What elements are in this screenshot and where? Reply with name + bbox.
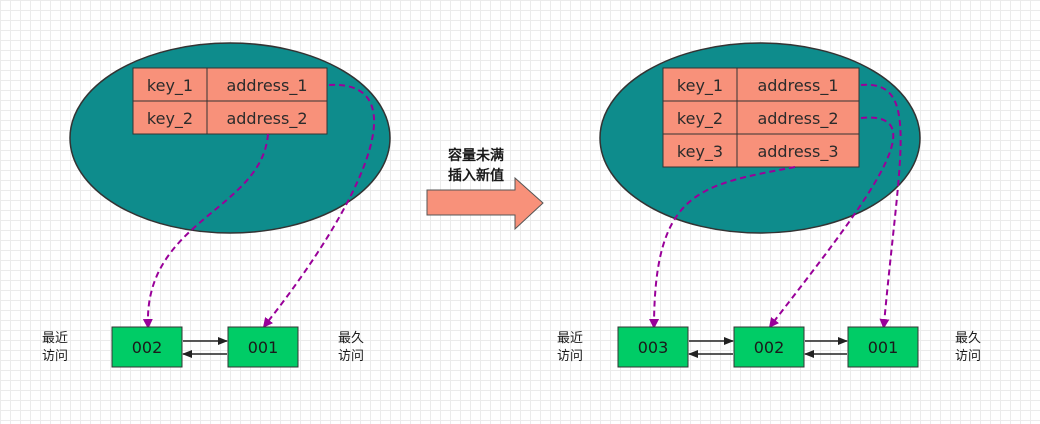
oldest-label: 访问 bbox=[955, 349, 981, 364]
pointer-arrow bbox=[860, 83, 902, 329]
transition-label: 容量未满 bbox=[447, 147, 504, 164]
list-node: 002 bbox=[733, 326, 805, 368]
recent-label: 最近 bbox=[42, 331, 68, 346]
transition-arrow bbox=[426, 176, 544, 231]
pointer-arrow bbox=[768, 116, 895, 328]
oldest-label: 访问 bbox=[338, 349, 364, 364]
pointer-arrow bbox=[649, 166, 796, 329]
recent-label: 访问 bbox=[557, 349, 583, 364]
table-value: address_1 bbox=[226, 76, 307, 96]
table-key: key_2 bbox=[677, 109, 723, 129]
transition: 容量未满 插入新值 bbox=[426, 147, 544, 231]
table-row: key_3 address_3 bbox=[662, 133, 860, 168]
hash-table-after: key_1 address_1 key_2 address_2 key_3 ad… bbox=[662, 67, 860, 168]
after-state: key_1 address_1 key_2 address_2 key_3 ad… bbox=[557, 42, 981, 368]
table-row: key_2 address_2 bbox=[662, 100, 860, 135]
table-value: address_2 bbox=[226, 109, 307, 129]
node-label: 001 bbox=[248, 338, 279, 357]
node-label: 003 bbox=[638, 338, 669, 357]
table-value: address_2 bbox=[757, 109, 838, 129]
list-node: 002 bbox=[111, 326, 183, 368]
table-value: address_1 bbox=[757, 76, 838, 96]
recent-label: 访问 bbox=[42, 349, 68, 364]
table-key: key_2 bbox=[147, 109, 193, 129]
node-label: 001 bbox=[868, 338, 899, 357]
pointer-arrow bbox=[262, 83, 376, 328]
hash-table-before: key_1 address_1 key_2 address_2 bbox=[132, 67, 328, 135]
node-label: 002 bbox=[132, 338, 163, 357]
table-key: key_3 bbox=[677, 142, 723, 162]
recent-label: 最近 bbox=[557, 331, 583, 346]
before-state: key_1 address_1 key_2 address_2 002 001 … bbox=[42, 42, 391, 368]
oldest-label: 最久 bbox=[955, 331, 981, 346]
table-row: key_1 address_1 bbox=[662, 67, 860, 102]
list-node: 001 bbox=[227, 326, 299, 368]
list-node: 003 bbox=[617, 326, 689, 368]
list-node: 001 bbox=[847, 326, 919, 368]
oldest-label: 最久 bbox=[338, 331, 364, 346]
table-row: key_1 address_1 bbox=[132, 67, 328, 102]
table-key: key_1 bbox=[147, 76, 193, 96]
table-row: key_2 address_2 bbox=[132, 100, 328, 135]
table-value: address_3 bbox=[757, 142, 838, 162]
table-key: key_1 bbox=[677, 76, 723, 96]
transition-label: 插入新值 bbox=[448, 167, 504, 184]
node-label: 002 bbox=[754, 338, 785, 357]
